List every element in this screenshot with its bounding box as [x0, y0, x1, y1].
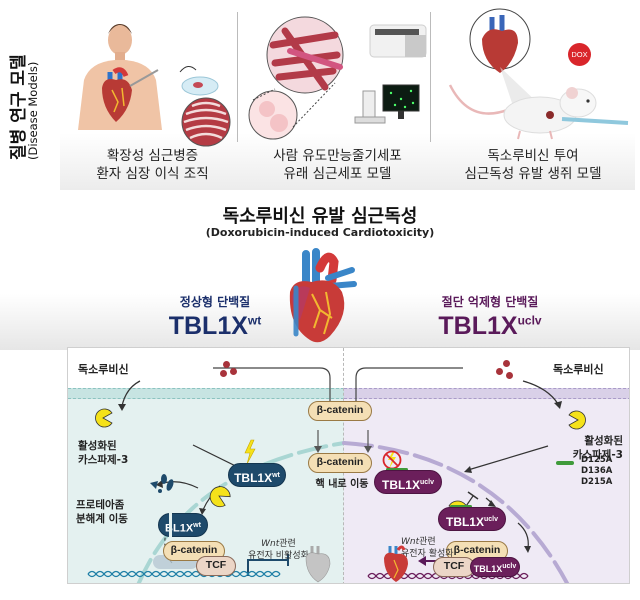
doxorubicin-dot	[506, 372, 513, 379]
tbl1x-uclv-protein-2: TBL1Xuclv	[438, 507, 506, 531]
mechanism-panel: 독소루비신 독소루비신 활성화된 카스파제-3 활성화된 카스파제-3 β-ca…	[67, 347, 630, 584]
variant-wt-label: 정상형 단백질	[179, 295, 251, 309]
human-heart-transplant-illustration	[78, 24, 231, 147]
protein-name: TBL1X	[473, 564, 503, 574]
caspase-3-icon	[209, 486, 231, 508]
model-divider	[430, 12, 431, 142]
variant-uclv-label: 절단 억제형 단백질	[441, 295, 539, 309]
proteasome-label: 프로테아좀 분해계 이동	[76, 498, 128, 526]
model-divider	[237, 12, 238, 142]
variant-wt: 정상형 단백질 TBL1Xwt	[140, 293, 290, 341]
protein-sup: wt	[272, 472, 280, 479]
beta-catenin-cytoplasm: β-catenin	[308, 401, 372, 421]
model-caption-line1: 확장성 심근병증	[106, 148, 199, 164]
model-caption-dcm: 확장성 심근병증 환자 심장 이식 조직	[70, 147, 235, 183]
beta-catenin-nucleus: β-catenin	[308, 453, 372, 473]
proteasome-fragments-icon	[150, 474, 174, 493]
dox-badge: DOX	[568, 43, 591, 66]
tcf-uclv: TCF	[433, 557, 475, 577]
caspase-3-icon	[568, 410, 586, 430]
doxorubicin-dot	[230, 368, 237, 375]
wnt-italic: Wnt	[401, 537, 420, 547]
protein-name: BL1X	[165, 522, 194, 535]
variant-wt-sup: wt	[247, 313, 262, 328]
variant-uclv: 절단 억제형 단백질 TBL1Xuclv	[400, 293, 580, 341]
ipsc-cardiomyocyte-illustration	[248, 16, 427, 140]
doxorubicin-dot	[223, 361, 230, 368]
variant-uclv-name-text: TBL1X	[438, 312, 518, 340]
variant-wt-name-text: TBL1X	[168, 312, 248, 340]
protein-name: TBL1X	[234, 471, 273, 485]
model-caption-mouse: 독소루비신 투여 심근독성 유발 생쥐 모델	[433, 147, 633, 183]
variant-wt-name: TBL1Xwt	[140, 312, 290, 341]
caspase-label-line2: 카스파제-3	[78, 454, 129, 466]
wnt-rest: 관련	[279, 539, 296, 549]
model-caption-ipsc: 사람 유도만능줄기세포 유래 심근세포 모델	[240, 147, 435, 183]
heart-illustration	[289, 248, 357, 343]
lightning-icon	[244, 439, 256, 465]
model-caption-line1: 사람 유도만능줄기세포	[273, 148, 402, 164]
cell-membrane-uclv	[344, 388, 629, 399]
model-caption-line2: 환자 심장 이식 조직	[96, 166, 209, 182]
protein-sup: uclv	[484, 516, 499, 523]
tbl1x-uclv-protein: TBL1Xuclv	[374, 470, 442, 494]
mouse-injection-illustration	[448, 8, 629, 140]
proteasome-label-line2: 분해계 이동	[76, 513, 128, 525]
main-subtitle: (Doxorubicin-induced Cardiotoxicity)	[205, 226, 435, 239]
wnt-italic: Wnt	[261, 539, 280, 549]
main-title: 독소루비신 유발 심근독성	[222, 206, 418, 227]
caspase-label-line2: 카스파제-3	[572, 449, 623, 461]
wnt-line2: 유전자 비활성화	[248, 551, 309, 561]
mutation-item: D125A	[581, 455, 613, 465]
wnt-inactivation-label: Wnt관련 유전자 비활성화	[246, 538, 311, 562]
grey-heart-icon	[305, 546, 331, 583]
mutation-mark	[450, 505, 472, 508]
doxorubicin-dot	[503, 360, 510, 367]
mutation-mark	[386, 468, 408, 471]
mutation-legend-bar	[556, 461, 574, 465]
nuclear-translocation-label: 핵 내로 이동	[315, 479, 369, 490]
proteasome-label-line1: 프로테아좀	[76, 499, 125, 511]
no-lightning-icon	[382, 450, 402, 470]
heart-icon	[384, 545, 408, 582]
protein-sup: wt	[193, 522, 201, 529]
variant-uclv-name: TBL1Xuclv	[400, 312, 580, 341]
caspase-label-uclv: 활성화된 카스파제-3	[548, 434, 623, 462]
protein-sup: uclv	[502, 563, 517, 570]
doxorubicin-dot	[496, 368, 503, 375]
cleavage-gap	[169, 510, 172, 540]
model-caption-line2: 유래 심근세포 모델	[283, 166, 392, 182]
drug-label-uclv: 독소루비신	[553, 363, 604, 376]
wnt-line2: 유전자 활성화	[401, 549, 454, 559]
tbl1x-wt-protein: TBL1Xwt	[228, 463, 286, 487]
caspase-3-icon	[95, 408, 113, 428]
mutation-item: D136A	[581, 466, 613, 476]
cell-membrane-wt	[68, 388, 344, 399]
protein-name: TBL1X	[445, 515, 484, 529]
model-caption-line1: 독소루비신 투여	[487, 148, 579, 164]
disease-models-side-label: 질병 연구 모델 (Disease Models)	[4, 10, 52, 180]
tcf-wt: TCF	[196, 556, 236, 576]
model-caption-line2: 심근독성 유발 생쥐 모델	[464, 166, 602, 182]
wnt-activation-label: Wnt관련 유전자 활성화	[401, 536, 471, 560]
wnt-rest: 관련	[419, 537, 436, 547]
tbl1x-uclv-complex: TBL1Xuclv	[470, 557, 520, 577]
variant-uclv-sup: uclv	[517, 313, 542, 328]
side-label-english: (Disease Models)	[26, 61, 40, 160]
beta-catenin-uclv-nucleus: β-catenin	[446, 541, 508, 561]
protein-name: TBL1X	[381, 478, 420, 492]
drug-label-wt: 독소루비신	[78, 363, 129, 376]
cleaved-tbl1x-wt: BL1Xwt	[158, 513, 208, 537]
caspase-label-wt: 활성화된 카스파제-3	[78, 439, 128, 467]
mutation-list: D125A D136A D215A	[581, 455, 612, 488]
doxorubicin-dot	[220, 370, 227, 377]
mutation-item: D215A	[581, 477, 613, 487]
caspase-label-line1: 활성화된	[78, 440, 117, 452]
protein-sup: uclv	[420, 479, 435, 486]
caspase-label-line1: 활성화된	[584, 435, 623, 447]
